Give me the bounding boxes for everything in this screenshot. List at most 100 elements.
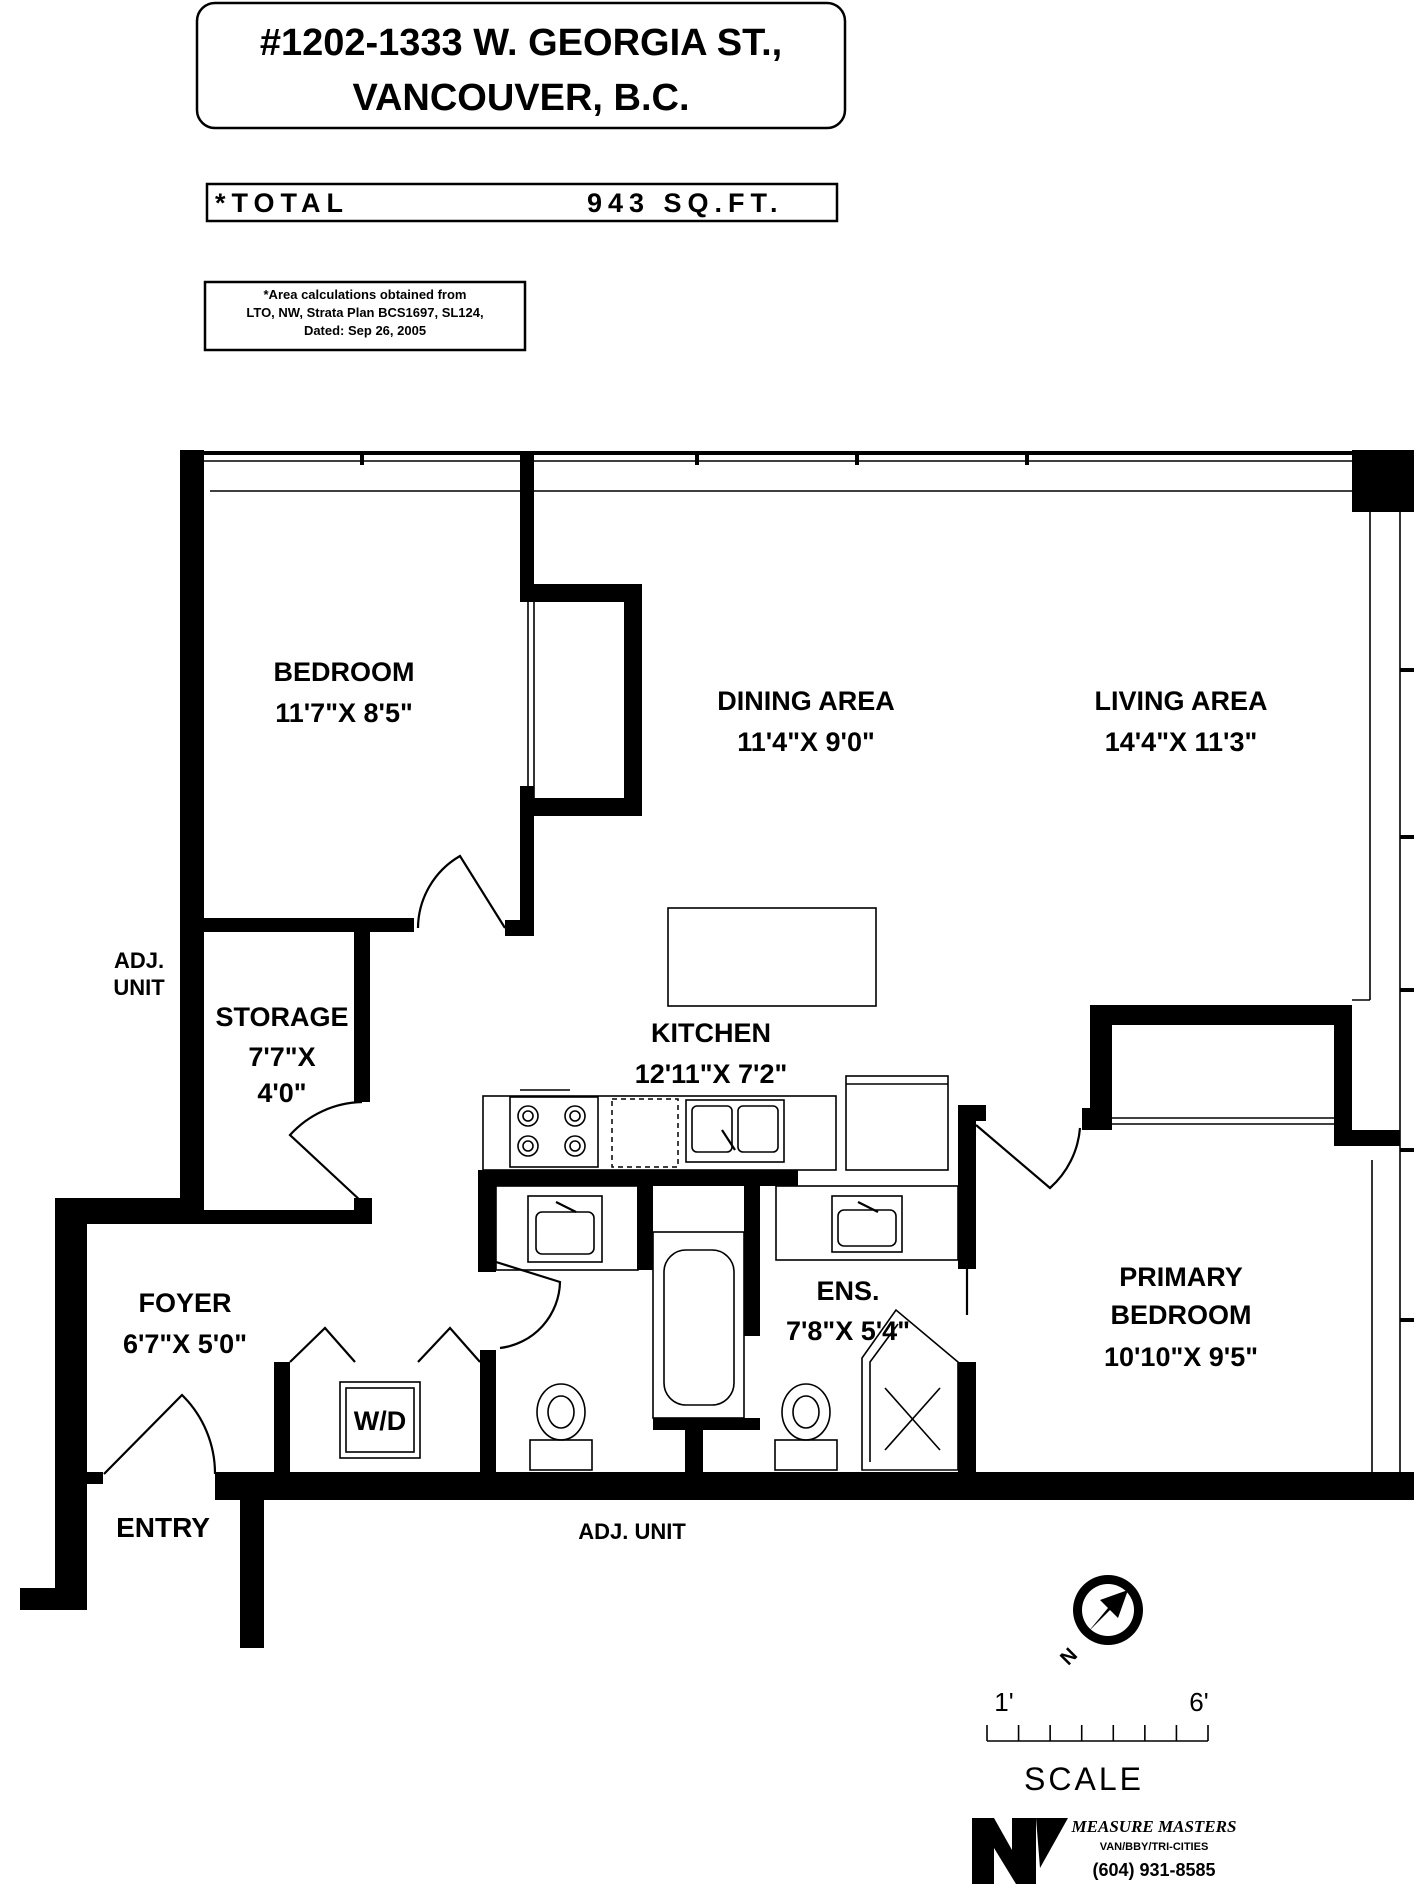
adj-unit-left-2: UNIT <box>113 975 165 1000</box>
wall-tub-stem <box>685 1420 703 1475</box>
mullion-r2 <box>1400 835 1414 839</box>
scale-bar: 1' 6' SCALE <box>986 1687 1209 1797</box>
wall-entry-jamb-left <box>87 1472 103 1484</box>
wall-bedroom-right-top <box>520 455 534 601</box>
address-frame <box>195 1 847 130</box>
burner-1-inner <box>522 1110 534 1122</box>
mullion-4 <box>1025 451 1029 465</box>
bedroom-size: 11'7"X 8'5" <box>275 698 413 728</box>
logo-regions: VAN/BBY/TRI-CITIES <box>1100 1841 1209 1853</box>
ensuite-sink <box>831 1195 903 1253</box>
wall-ensuite-right <box>958 1105 976 1269</box>
total-area-frame <box>205 182 839 223</box>
storage-size-1: 7'7"X <box>248 1042 315 1072</box>
window-top-line <box>204 451 1354 455</box>
washer-dryer <box>339 1381 421 1459</box>
dining-label: DINING AREA <box>717 686 895 716</box>
kitchen-counter <box>482 1095 837 1171</box>
primary-bedroom-size: 10'10"X 9'5" <box>1104 1342 1258 1372</box>
wall-bath-top <box>478 1170 798 1186</box>
wall-bottom <box>215 1472 1414 1500</box>
bathtub-basin <box>663 1249 735 1406</box>
burner-4-icon <box>564 1135 586 1157</box>
wall-tub-left <box>637 1186 653 1270</box>
shower-glass <box>869 1323 899 1462</box>
wall-tub-right <box>744 1186 760 1336</box>
wall-left-outer <box>180 450 204 1210</box>
bath-sink <box>527 1195 603 1263</box>
room-labels: BEDROOM 11'7"X 8'5" DINING AREA 11'4"X 9… <box>113 657 1267 1544</box>
sink-basin-left <box>691 1105 733 1153</box>
bedroom-door-swing <box>416 854 506 929</box>
wall-closet-right <box>624 584 642 816</box>
foyer-size: 6'7"X 5'0" <box>123 1329 247 1359</box>
scale-tick-left: 1' <box>994 1687 1013 1717</box>
kitchen-size: 12'11"X 7'2" <box>635 1059 788 1089</box>
wall-ensuite-right-lower <box>958 1362 976 1472</box>
area-note: *Area calculations obtained from LTO, NW… <box>203 280 527 352</box>
logo-phone: (604) 931-8585 <box>1092 1860 1215 1880</box>
wall-primary-closet-return <box>1334 1130 1400 1146</box>
burner-2-icon <box>564 1105 586 1127</box>
kitchen-sink <box>685 1099 785 1163</box>
wall-storage-bottom <box>204 1210 372 1224</box>
wall-laundry-right <box>480 1350 496 1472</box>
mullion-r3 <box>1400 988 1414 992</box>
entry-label: ENTRY <box>116 1512 210 1543</box>
logo-mark-icon <box>972 1818 1036 1884</box>
address-line-1: #1202-1333 W. GEORGIA ST., <box>260 22 782 64</box>
entry-door-swing <box>103 1393 217 1475</box>
wall-closet-bottom <box>520 798 642 816</box>
address-line-2: VANCOUVER, B.C. <box>352 77 689 119</box>
wall-primary-closet-top <box>1090 1005 1352 1025</box>
washer-dryer-inner <box>345 1387 415 1453</box>
storage-door-swing <box>288 1100 363 1203</box>
ensuite-sink-basin <box>837 1209 897 1247</box>
refrigerator <box>845 1075 949 1171</box>
bath-vanity <box>495 1185 639 1271</box>
mullion-r5 <box>1400 1318 1414 1322</box>
toilet-1-icon <box>529 1383 593 1471</box>
total-area-block: *TOTAL 943 SQ.FT. <box>205 182 839 223</box>
adj-unit-bottom: ADJ. UNIT <box>578 1519 686 1544</box>
foyer-label: FOYER <box>138 1288 231 1318</box>
ensuite-vanity <box>775 1185 959 1261</box>
total-label: *TOTAL <box>215 188 349 218</box>
burner-1-icon <box>517 1105 539 1127</box>
burner-4-inner <box>569 1140 581 1152</box>
shower-drain-cross <box>884 1387 941 1451</box>
burner-3-icon <box>517 1135 539 1157</box>
wall-primary-closet-right <box>1334 1005 1352 1145</box>
ensuite-size: 7'8"X 5'4" <box>786 1316 910 1346</box>
bath-sink-basin <box>535 1211 595 1255</box>
wall-laundry-left <box>274 1362 290 1472</box>
bath-faucet-icon <box>555 1201 577 1213</box>
kitchen-label: KITCHEN <box>651 1018 771 1048</box>
logo-brand: MEASURE MASTERS <box>1071 1817 1237 1836</box>
address-block: #1202-1333 W. GEORGIA ST., VANCOUVER, B.… <box>195 1 847 130</box>
dishwasher <box>611 1098 679 1168</box>
wall-foyer-left <box>55 1198 87 1606</box>
mullion-r1 <box>1400 668 1414 672</box>
adj-unit-left-1: ADJ. <box>114 948 164 973</box>
mullion-3 <box>855 451 859 465</box>
scale-ticks <box>986 1725 1209 1741</box>
primary-bedroom-label-2: BEDROOM <box>1111 1300 1252 1330</box>
wall-bedroom-bottom <box>204 918 414 932</box>
burner-3-inner <box>522 1140 534 1152</box>
scale-label: SCALE <box>1024 1761 1144 1797</box>
toilet-1-bowl <box>536 1383 586 1441</box>
faucet-icon <box>721 1129 736 1151</box>
area-note-line-1: *Area calculations obtained from <box>264 287 467 302</box>
primary-bedroom-label-1: PRIMARY <box>1119 1262 1243 1292</box>
mullion-2 <box>695 451 699 465</box>
walls <box>20 450 1414 1648</box>
area-note-frame <box>203 280 527 352</box>
wall-bath-left-upper <box>478 1170 496 1272</box>
dining-size: 11'4"X 9'0" <box>737 727 875 757</box>
kitchen-island <box>667 907 877 1007</box>
primary-door-swing <box>975 1124 1082 1190</box>
toilet-1-tank <box>529 1439 593 1471</box>
toilet-2-tank <box>774 1439 838 1471</box>
living-label: LIVING AREA <box>1094 686 1267 716</box>
